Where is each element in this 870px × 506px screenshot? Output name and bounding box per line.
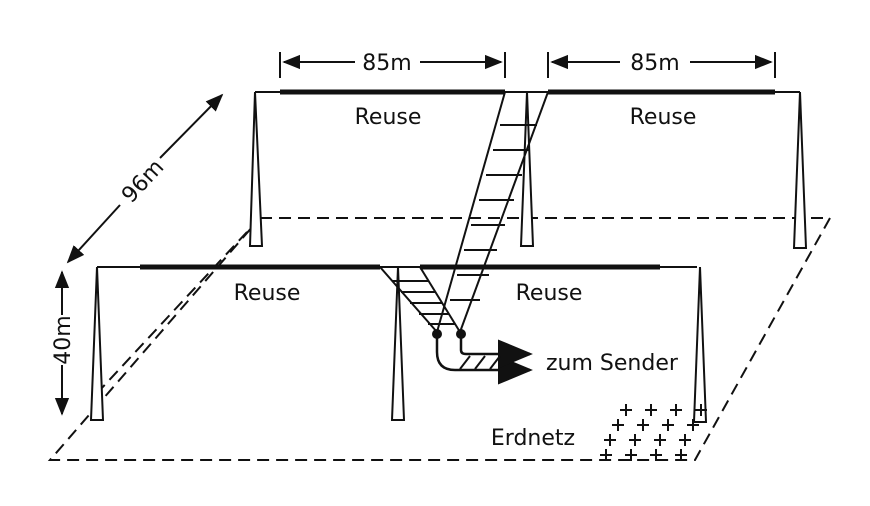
front-right-mast xyxy=(692,266,708,423)
span-right-label: 85m xyxy=(630,51,679,76)
feed-ladder-back xyxy=(436,91,549,333)
ground-net xyxy=(600,404,707,461)
reuse-front-left-label: Reuse xyxy=(234,281,301,306)
feed-line-upper xyxy=(459,338,533,369)
feed-ladder-front xyxy=(379,266,461,333)
front-left-mast xyxy=(89,266,105,421)
zum-sender-label: zum Sender xyxy=(546,351,679,376)
erdnetz-label: Erdnetz xyxy=(491,426,575,451)
feed-point-left xyxy=(432,329,442,339)
back-row xyxy=(248,89,808,249)
feed-point-right xyxy=(456,329,466,339)
ground-plane xyxy=(47,217,832,461)
back-right-mast xyxy=(792,91,808,249)
front-row xyxy=(89,264,708,423)
span-left-label: 85m xyxy=(362,51,411,76)
reuse-front-right-label: Reuse xyxy=(516,281,583,306)
depth-label: 96m xyxy=(117,155,169,208)
back-middle-mast xyxy=(519,91,535,247)
back-left-mast xyxy=(248,91,264,247)
height-label: 40m xyxy=(51,315,76,364)
reuse-back-left-label: Reuse xyxy=(355,105,422,130)
dimension-lines xyxy=(54,52,776,416)
reuse-back-right-label: Reuse xyxy=(630,105,697,130)
feed-point xyxy=(432,329,533,385)
front-middle-mast xyxy=(390,266,406,421)
feed-line-lower xyxy=(435,338,533,385)
